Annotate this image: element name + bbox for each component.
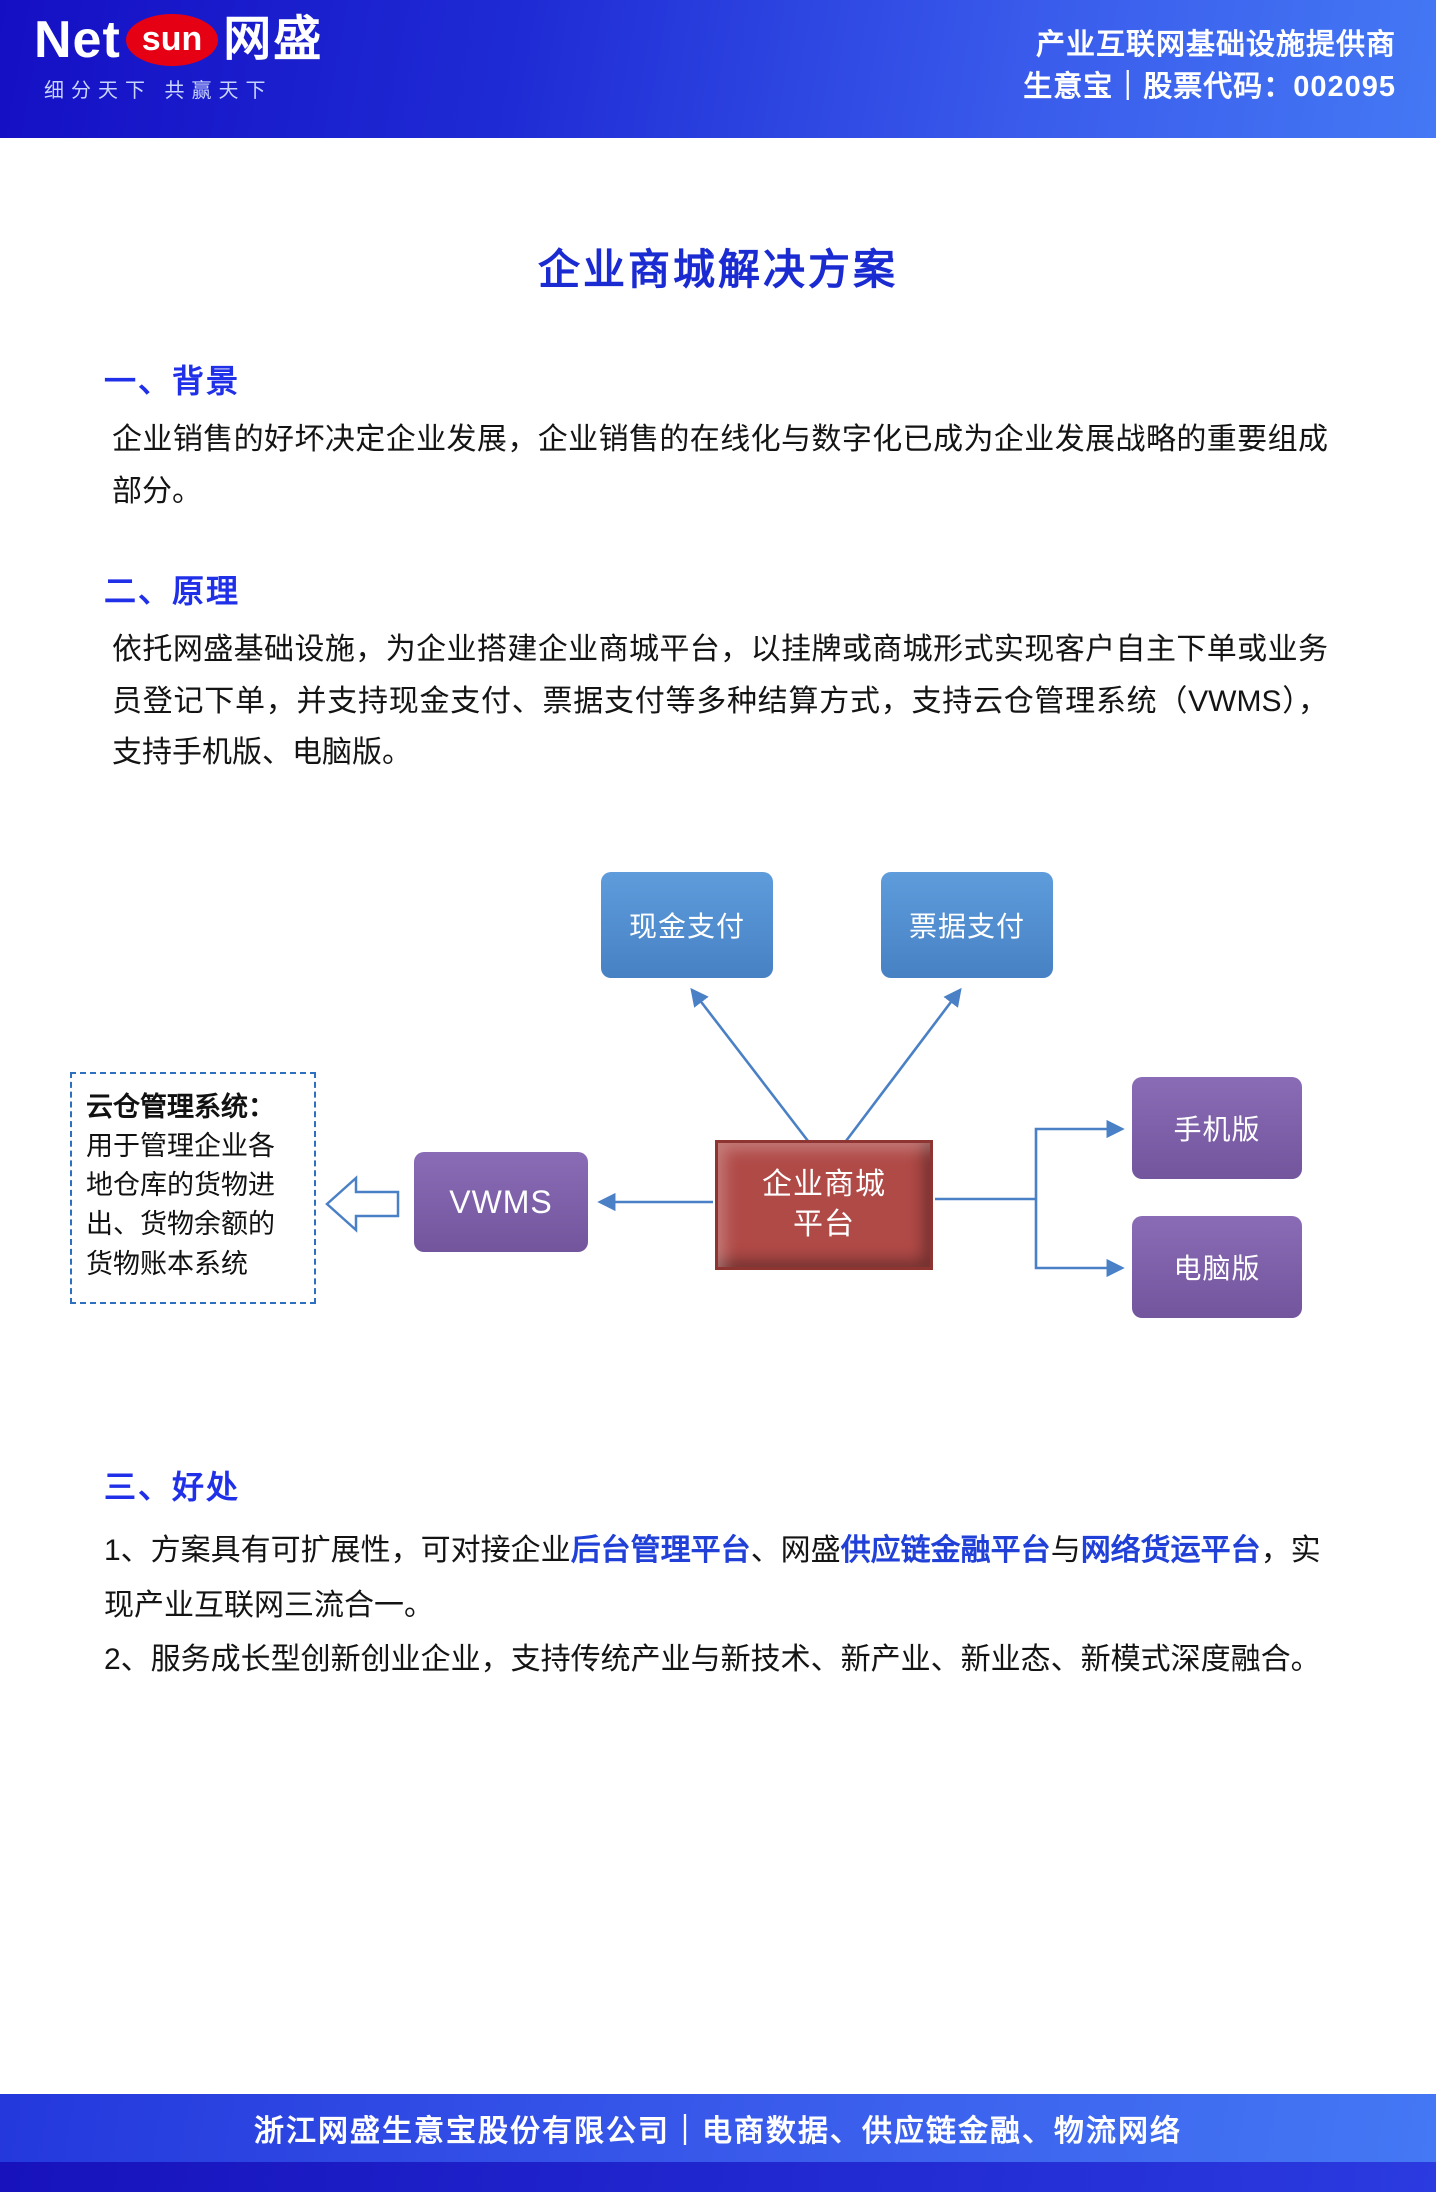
benefit1-text-sep1: 、网盛 bbox=[750, 1534, 841, 1567]
footer-text: 浙江网盛生意宝股份有限公司｜电商数据、供应链金融、物流网络 bbox=[254, 2115, 1182, 2148]
section-heading-background: 一、背景 bbox=[104, 363, 241, 399]
benefit1-text-sep2: 与 bbox=[1050, 1534, 1081, 1567]
logo-sun-badge: sun bbox=[125, 14, 219, 66]
diagram-note-vwms-description: 云仓管理系统： 用于管理企业各 地仓库的货物进 出、货物余额的 货物账本系统 bbox=[70, 1072, 316, 1304]
diagram-box-cash-payment: 现金支付 bbox=[601, 872, 773, 978]
benefits-list: 1、方案具有可扩展性，可对接企业后台管理平台、网盛供应链金融平台与网络货运平台，… bbox=[104, 1524, 1348, 1688]
benefit1-text-prefix: 1、方案具有可扩展性，可对接企业 bbox=[104, 1534, 571, 1567]
note-line-2: 地仓库的货物进 bbox=[86, 1170, 275, 1201]
section-body-background: 企业销售的好坏决定企业发展，企业销售的在线化与数字化已成为企业发展战略的重要组成… bbox=[112, 423, 1328, 508]
header-slogan: 产业互联网基础设施提供商 生意宝｜股票代码：002095 bbox=[1023, 24, 1396, 108]
diagram-box-mobile-version: 手机版 bbox=[1132, 1077, 1302, 1179]
benefit1-highlight-backend-platform: 后台管理平台 bbox=[570, 1534, 751, 1567]
logo-chinese-name: 网盛 bbox=[223, 13, 324, 66]
benefit-item-1: 1、方案具有可扩展性，可对接企业后台管理平台、网盛供应链金融平台与网络货运平台，… bbox=[104, 1524, 1348, 1633]
note-line-1: 用于管理企业各 bbox=[86, 1131, 275, 1162]
header-slogan-line1: 产业互联网基础设施提供商 bbox=[1035, 29, 1396, 61]
footer-bottom-strip bbox=[0, 2162, 1436, 2192]
diagram-box-enterprise-mall-platform: 企业商城 平台 bbox=[715, 1140, 933, 1270]
section-heading-principle: 二、原理 bbox=[104, 573, 241, 609]
hollow-arrow-vwms-to-note bbox=[325, 1175, 400, 1233]
center-box-line1: 企业商城 bbox=[762, 1167, 886, 1201]
arrow-center-to-bill bbox=[844, 987, 962, 1142]
page-title: 企业商城解决方案 bbox=[537, 246, 898, 293]
center-box-line2: 平台 bbox=[793, 1208, 855, 1241]
connector-center-to-versions bbox=[935, 1119, 1125, 1278]
footer-bar: 浙江网盛生意宝股份有限公司｜电商数据、供应链金融、物流网络 bbox=[0, 2094, 1436, 2162]
logo-tagline: 细分天下 共赢天下 bbox=[44, 80, 273, 102]
diagram-box-vwms: VWMS bbox=[414, 1152, 588, 1252]
header-slogan-line2: 生意宝｜股票代码：002095 bbox=[1023, 71, 1396, 104]
benefit1-text-suffix: ，实现产业互联网三流合一。 bbox=[104, 1534, 1321, 1622]
diagram-box-bill-payment: 票据支付 bbox=[881, 872, 1053, 978]
diagram-box-pc-version: 电脑版 bbox=[1132, 1216, 1302, 1318]
note-title: 云仓管理系统： bbox=[86, 1092, 275, 1122]
benefit1-highlight-supply-chain-finance: 供应链金融平台 bbox=[840, 1534, 1051, 1567]
section-heading-benefits: 三、好处 bbox=[104, 1469, 241, 1505]
note-line-3: 出、货物余额的 bbox=[86, 1209, 275, 1240]
benefit-item-2: 2、服务成长型创新创业企业，支持传统产业与新技术、新产业、新业态、新模式深度融合… bbox=[104, 1643, 1321, 1677]
benefit1-highlight-freight-platform: 网络货运平台 bbox=[1080, 1534, 1261, 1567]
section-body-principle: 依托网盛基础设施，为企业搭建企业商城平台，以挂牌或商城形式实现客户自主下单或业务… bbox=[112, 633, 1328, 770]
arrow-center-to-cash bbox=[690, 987, 810, 1142]
logo-net-text: Net bbox=[34, 11, 121, 69]
note-line-4: 货物账本系统 bbox=[86, 1248, 248, 1279]
